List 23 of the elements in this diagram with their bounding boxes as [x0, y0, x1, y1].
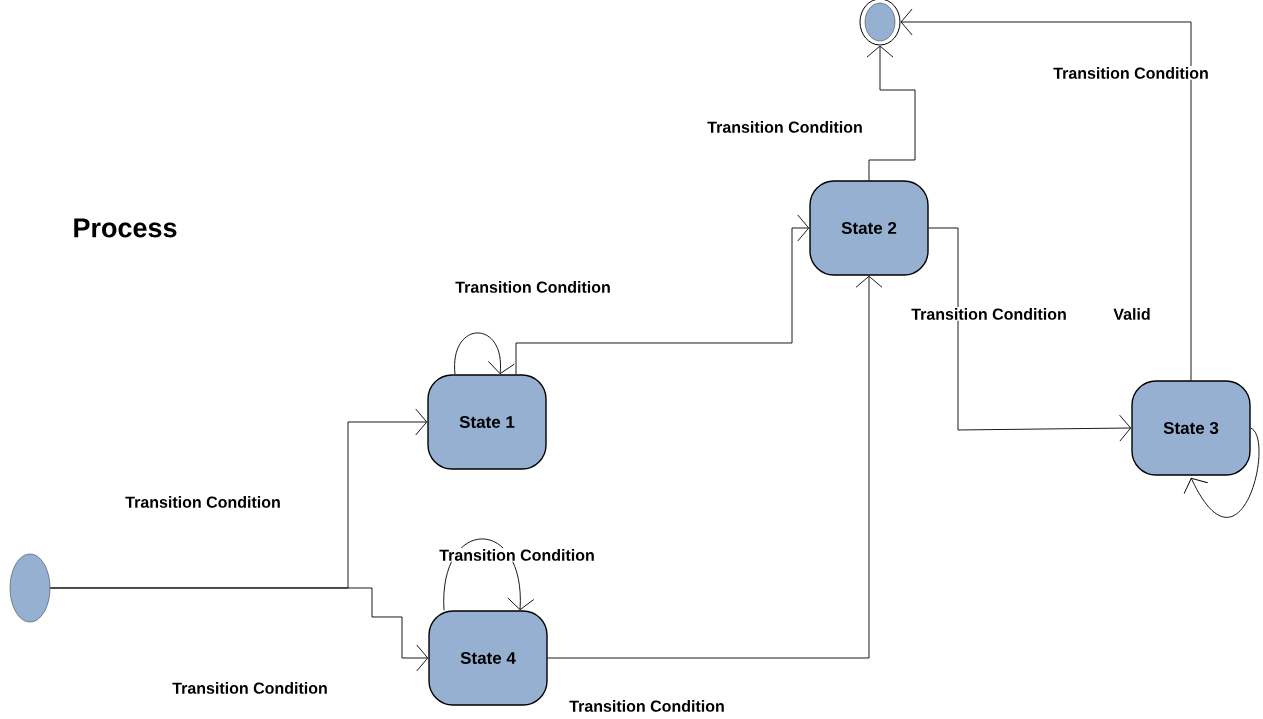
- edge-label: Transition Condition: [438, 548, 596, 562]
- arrow: [547, 275, 883, 659]
- arrow: [866, 45, 916, 181]
- edge-label: Transition Condition: [568, 699, 726, 713]
- edge-label: Transition Condition: [124, 495, 282, 509]
- final-state: [859, 0, 901, 46]
- edge-label: Transition Condition: [706, 120, 864, 134]
- title: Process: [74, 218, 177, 238]
- state-box: State 3: [1131, 380, 1251, 476]
- arrow: [49, 587, 429, 672]
- edge-label: Transition Condition: [454, 280, 612, 294]
- edge-label: Transition Condition: [910, 307, 1068, 321]
- arrow: [928, 227, 1132, 442]
- arrow: [1183, 427, 1260, 518]
- arrow: [900, 8, 1192, 381]
- note: Valid: [1113, 308, 1150, 320]
- edge-label: Transition Condition: [171, 681, 329, 695]
- edge-label: Transition Condition: [1052, 66, 1210, 80]
- state-box: State 1: [427, 374, 547, 470]
- state-box: State 4: [428, 610, 548, 706]
- initial-state: [9, 553, 51, 623]
- arrow: [515, 214, 810, 375]
- state-box: State 2: [809, 180, 929, 276]
